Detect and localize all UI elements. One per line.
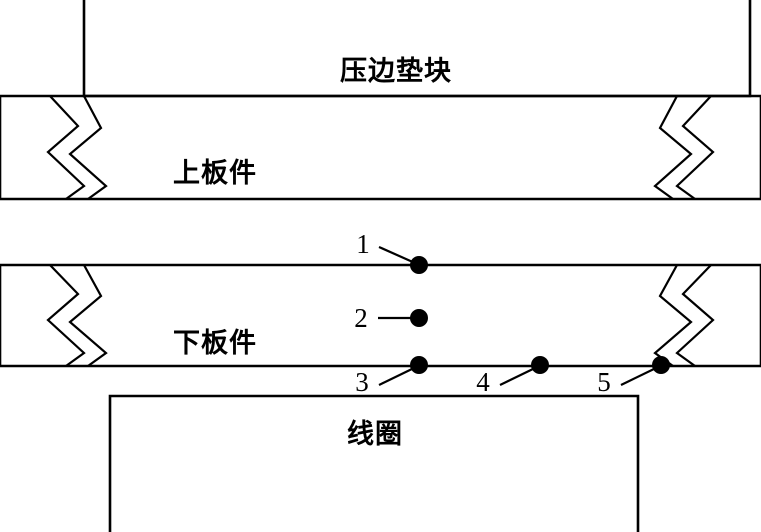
callout-2: 2 bbox=[354, 303, 428, 333]
part-lower-plate: 下板件 bbox=[0, 263, 761, 368]
part-upper-plate: 上板件 bbox=[0, 94, 761, 201]
callout-1: 1 bbox=[356, 229, 428, 274]
part-blank-holder: 压边垫块 bbox=[82, 0, 752, 98]
callout-1-leader-line bbox=[378, 245, 416, 265]
coil-outline bbox=[108, 394, 640, 532]
callout-4: 4 bbox=[476, 356, 549, 397]
lower-plate-break-left-2-icon bbox=[68, 264, 108, 367]
callout-1-point-marker bbox=[410, 256, 428, 274]
callout-3: 3 bbox=[355, 356, 428, 397]
lower-plate-outline bbox=[0, 263, 761, 368]
callout-5-number: 5 bbox=[597, 367, 611, 397]
callout-1-number: 1 bbox=[356, 229, 370, 259]
callout-4-leader-line bbox=[499, 367, 536, 386]
blank-holder-label: 压边垫块 bbox=[340, 56, 452, 87]
callout-4-point-marker bbox=[531, 356, 549, 374]
upper-plate-break-right-icon bbox=[675, 95, 715, 200]
lower-plate-label: 下板件 bbox=[173, 328, 257, 359]
upper-plate-break-left-2-icon bbox=[68, 95, 108, 200]
upper-plate-outline bbox=[0, 94, 761, 201]
callout-4-number: 4 bbox=[476, 367, 490, 397]
upper-plate-label: 上板件 bbox=[173, 158, 257, 189]
callout-5: 5 bbox=[597, 356, 670, 397]
callout-2-point-marker bbox=[410, 309, 428, 327]
coil-label: 线圈 bbox=[347, 419, 403, 450]
lower-plate-break-right-icon bbox=[675, 264, 715, 367]
callout-5-leader-line bbox=[620, 367, 657, 386]
lower-plate-break-left-icon bbox=[46, 264, 86, 367]
lower-plate-break-right-2-icon bbox=[653, 264, 693, 367]
part-coil: 线圈 bbox=[108, 394, 640, 532]
callout-3-point-marker bbox=[410, 356, 428, 374]
callout-3-leader-line bbox=[378, 367, 415, 386]
callout-group: 1 2 3 4 5 bbox=[354, 229, 670, 397]
upper-plate-break-left-icon bbox=[46, 95, 86, 200]
callout-5-point-marker bbox=[652, 356, 670, 374]
callout-2-number: 2 bbox=[354, 303, 368, 333]
upper-plate-break-right-2-icon bbox=[653, 95, 693, 200]
callout-3-number: 3 bbox=[355, 367, 369, 397]
